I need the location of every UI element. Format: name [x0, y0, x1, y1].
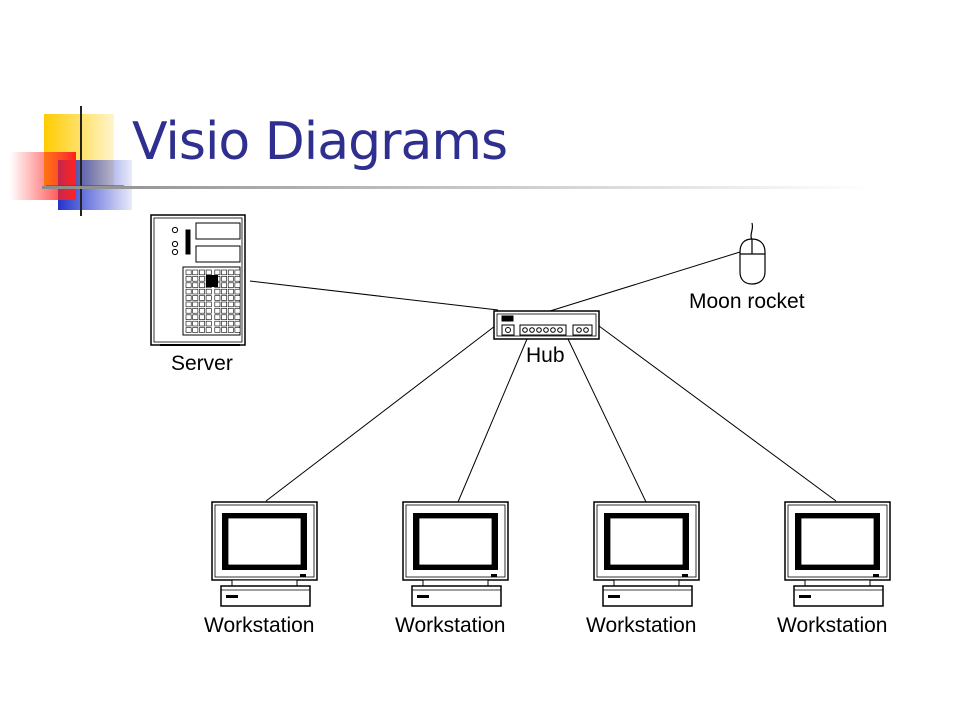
server-tower-icon — [150, 214, 246, 346]
red-block — [10, 152, 76, 200]
corner-decoration — [10, 106, 132, 216]
edge-hub-mouse — [549, 251, 741, 312]
server-label: Server — [171, 352, 233, 375]
workstation-label-1: Workstation — [204, 614, 315, 637]
edge-hub-server — [249, 280, 499, 311]
workstation-label-2: Workstation — [395, 614, 506, 637]
workstation-label-4: Workstation — [777, 614, 888, 637]
mouse-icon — [739, 222, 766, 285]
workstation-label-3: Workstation — [586, 614, 697, 637]
edge-hub-workstation-2 — [457, 338, 528, 503]
monitor-icon — [784, 501, 891, 607]
edge-hub-workstation-3 — [567, 338, 647, 503]
connection-lines — [249, 251, 837, 503]
slide-title: Visio Diagrams — [132, 112, 508, 172]
edge-hub-workstation-4 — [598, 325, 837, 502]
edge-hub-workstation-1 — [265, 325, 496, 502]
monitor-icon — [211, 501, 318, 607]
network-hub-icon — [493, 310, 600, 340]
hub-label: Hub — [526, 344, 565, 367]
title-rule — [42, 186, 872, 189]
mouse-label: Moon rocket — [689, 290, 805, 313]
monitor-icon — [593, 501, 700, 607]
monitor-icon — [402, 501, 509, 607]
